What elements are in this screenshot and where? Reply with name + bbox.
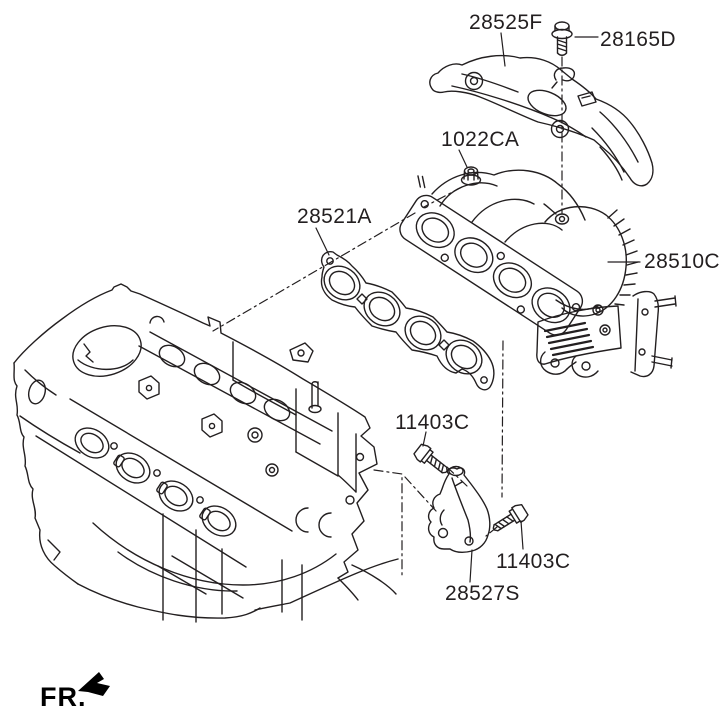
bolt-11403c-lower-drawing bbox=[492, 503, 529, 532]
part-label-28510c[interactable]: 28510C bbox=[644, 250, 720, 273]
part-label-11403c-lower[interactable]: 11403C bbox=[496, 550, 571, 573]
part-label-1022ca[interactable]: 1022CA bbox=[441, 128, 520, 151]
front-direction-label: FR. bbox=[40, 682, 87, 712]
assembly-axis-lines bbox=[212, 56, 563, 579]
nut-1022ca-drawing bbox=[460, 166, 482, 186]
part-label-11403c-upper[interactable]: 11403C bbox=[395, 411, 470, 434]
part-label-28527s[interactable]: 28527S bbox=[445, 582, 520, 605]
exhaust-manifold-drawing bbox=[399, 169, 677, 378]
engine-cylinder-head-drawing bbox=[13, 283, 399, 623]
part-label-28525f[interactable]: 28525F bbox=[469, 11, 543, 34]
stay-bracket-drawing bbox=[427, 465, 491, 554]
front-direction-arrow bbox=[78, 672, 110, 696]
gasket-drawing bbox=[320, 251, 495, 391]
part-label-28521a[interactable]: 28521A bbox=[297, 205, 372, 228]
heat-shield-drawing bbox=[429, 54, 654, 187]
bolt-28165d-drawing bbox=[551, 21, 573, 56]
label-leader-lines bbox=[315, 32, 641, 583]
bolt-11403c-upper-drawing bbox=[413, 443, 448, 474]
part-label-28165d[interactable]: 28165D bbox=[600, 28, 676, 51]
